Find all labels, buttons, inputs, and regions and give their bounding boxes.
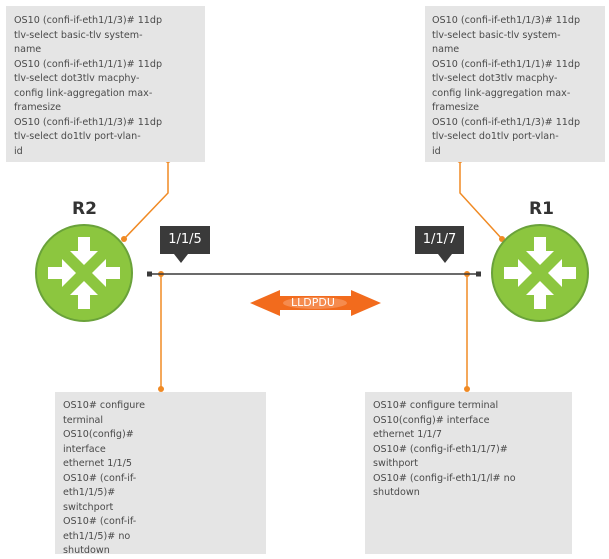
port-1-1-7-pointer bbox=[438, 254, 452, 263]
note-line: OS10# (config-if-eth1/1/7)# bbox=[373, 443, 508, 455]
note-line: tlv-select dot3tlv macphy- bbox=[432, 73, 558, 84]
router-r2-icon[interactable] bbox=[35, 224, 133, 322]
note-line: name bbox=[14, 44, 42, 55]
note-line: OS10(config)# interface bbox=[373, 414, 490, 426]
link-endpoint-r1 bbox=[476, 271, 481, 277]
router-r2-label: R2 bbox=[72, 199, 97, 219]
dot-r2-router bbox=[121, 236, 127, 242]
note-line: tlv-select do1tlv port-vlan- bbox=[432, 131, 559, 142]
dot-note-bottom-right bbox=[464, 386, 470, 392]
config-note-bottom-right: OS10# configure terminal OS10(config)# i… bbox=[365, 392, 572, 554]
port-label-1-1-7: 1/1/7 bbox=[415, 226, 464, 254]
note-line: switchport bbox=[63, 501, 114, 513]
note-line: shutdown bbox=[373, 487, 420, 498]
note-line: id bbox=[432, 145, 441, 157]
connector-r1-top-note bbox=[459, 160, 503, 240]
note-line: terminal bbox=[63, 414, 104, 426]
connector-lines bbox=[123, 160, 503, 389]
note-line: tlv-select dot3tlv macphy- bbox=[14, 73, 140, 84]
lldpdu-label: LLDPDU bbox=[291, 296, 335, 309]
note-line: interface bbox=[63, 443, 106, 455]
note-line: ethernet 1/1/7 bbox=[373, 429, 442, 440]
connector-r2-top-note bbox=[123, 160, 169, 240]
note-line: OS10(config)# bbox=[63, 429, 134, 440]
note-line: tlv-select do1tlv port-vlan- bbox=[14, 131, 141, 142]
note-line: eth1/1/5)# no bbox=[63, 530, 131, 542]
note-line: OS10 (confi-if-eth1/1/1)# 11dp bbox=[14, 58, 163, 70]
note-line: config link-aggregation max- bbox=[432, 87, 571, 99]
config-note-top-right: OS10 (confi-if-eth1/1/3)# 11dp tlv-selec… bbox=[425, 6, 605, 162]
note-line: OS10# (config-if-eth1/1/l# no bbox=[373, 472, 516, 484]
note-line: shutdown bbox=[63, 545, 110, 556]
note-line: swithport bbox=[373, 458, 419, 469]
note-line: OS10 (confi-if-eth1/1/3)# 11dp bbox=[432, 116, 581, 128]
note-line: framesize bbox=[14, 102, 62, 113]
router-r1-label: R1 bbox=[529, 199, 554, 219]
note-line: OS10# configure terminal bbox=[373, 400, 499, 411]
config-note-top-left: OS10 (confi-if-eth1/1/3)# 11dp tlv-selec… bbox=[6, 6, 205, 162]
note-line: OS10 (confi-if-eth1/1/1)# 11dp bbox=[432, 58, 581, 70]
note-line: ethernet 1/1/5 bbox=[63, 458, 132, 469]
config-note-bottom-left: OS10# configure terminal OS10(config)# i… bbox=[55, 392, 266, 556]
note-line: framesize bbox=[432, 102, 480, 113]
lldpdu-arrow bbox=[250, 290, 381, 316]
router-r1-icon[interactable] bbox=[491, 224, 589, 322]
dot-note-bottom-left bbox=[158, 386, 164, 392]
note-line: OS10# configure bbox=[63, 400, 146, 411]
note-line: tlv-select basic-tlv system- bbox=[432, 29, 561, 41]
note-line: config link-aggregation max- bbox=[14, 87, 153, 99]
link-endpoint-r2 bbox=[147, 271, 152, 277]
note-line: eth1/1/5)# bbox=[63, 487, 116, 498]
note-line: OS10# (conf-if- bbox=[63, 472, 137, 484]
note-line: OS10 (confi-if-eth1/1/3)# 11dp bbox=[14, 116, 163, 128]
note-line: OS10# (conf-if- bbox=[63, 516, 137, 527]
port-label-1-1-5: 1/1/5 bbox=[160, 226, 210, 254]
note-line: tlv-select basic-tlv system- bbox=[14, 29, 143, 41]
note-line: OS10 (confi-if-eth1/1/3)# 11dp bbox=[14, 15, 163, 26]
port-1-1-5-pointer bbox=[174, 254, 188, 263]
note-line: id bbox=[14, 145, 23, 157]
note-line: name bbox=[432, 44, 460, 55]
note-line: OS10 (confi-if-eth1/1/3)# 11dp bbox=[432, 15, 581, 26]
